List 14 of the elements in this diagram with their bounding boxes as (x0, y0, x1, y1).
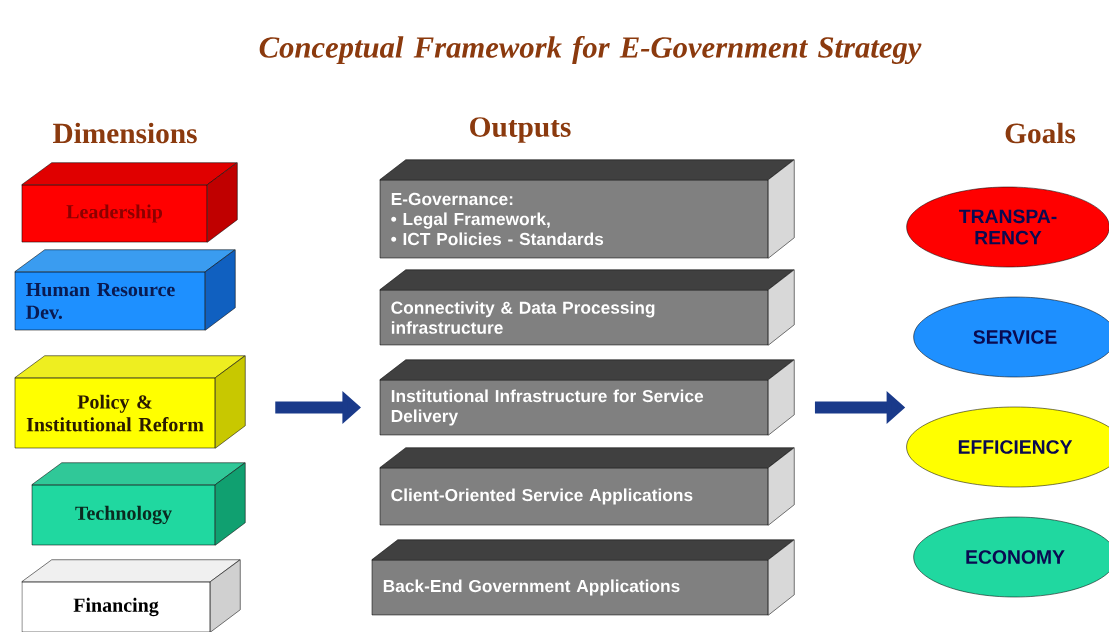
block: Policy & Institutional Reform (14, 355, 246, 449)
block: Financing (21, 559, 241, 632)
block: Institutional Infrastructure for Service Delivery (379, 359, 795, 436)
block: Technology (31, 462, 246, 546)
block: Back-End Government Applications (371, 539, 795, 616)
column-heading: Outputs (470, 117, 571, 143)
column-heading: Dimensions (53, 122, 197, 144)
title: Conceptual Framework for E-Government Strategy (259, 35, 922, 65)
block: Client-Oriented Service Applications (379, 447, 795, 526)
block: Human Resource Dev. (14, 249, 236, 331)
block: Leadership (21, 162, 238, 243)
block: Connectivity & Data Processing infrastructure (379, 269, 795, 346)
column-heading: Goals (1005, 122, 1076, 144)
block: E-Governance: • Legal Framework, • ICT Policies - Standards (379, 159, 795, 259)
